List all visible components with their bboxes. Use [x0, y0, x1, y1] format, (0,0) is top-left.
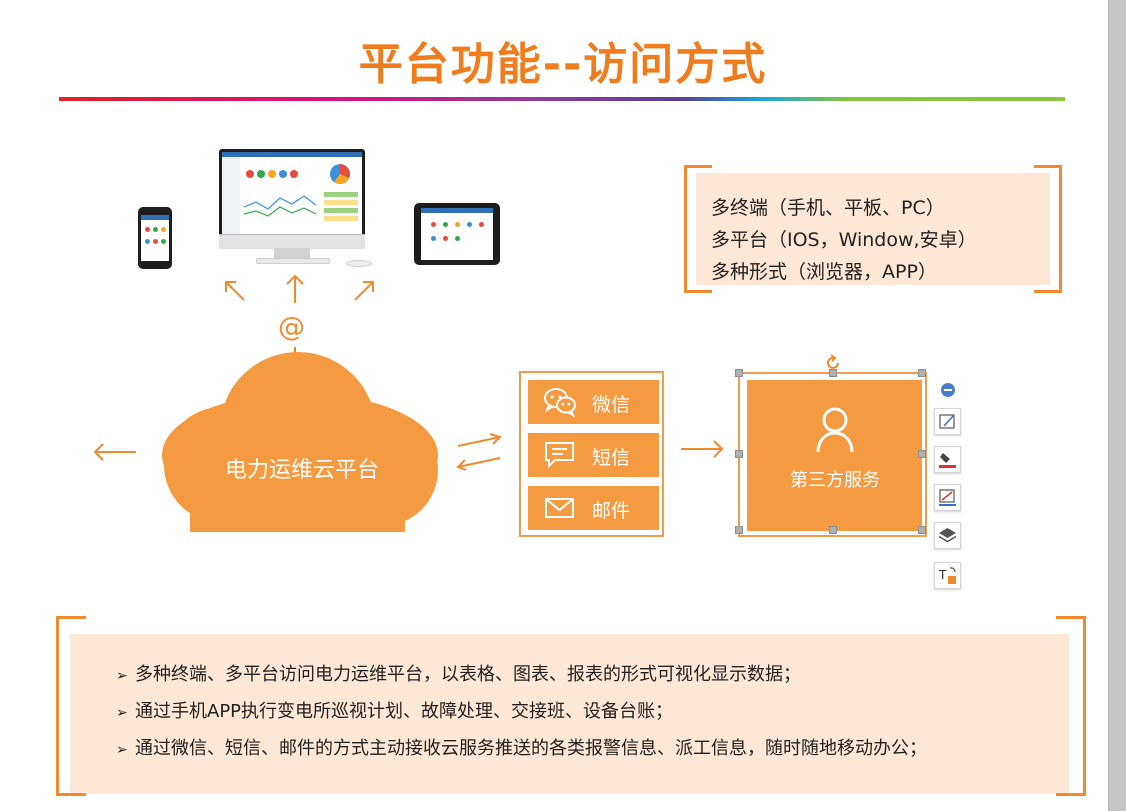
third-party-label: 第三方服务	[790, 470, 880, 491]
info-line: 多终端（手机、平板、PC）	[711, 197, 945, 219]
info-box-left-bracket	[684, 165, 712, 293]
info-box-right-bracket	[1034, 165, 1062, 293]
info-box: 多终端（手机、平板、PC） 多平台（IOS，Window,安卓） 多种形式（浏览…	[684, 165, 1062, 293]
bullet-arrow-icon: ➢	[116, 742, 128, 758]
resize-handle[interactable]	[735, 450, 743, 458]
arrow-right-icon	[681, 440, 724, 458]
tablet-screen	[421, 208, 493, 260]
at-icon: @	[278, 312, 305, 343]
arrow-bidirectional-icon	[456, 433, 502, 471]
resize-handle[interactable]	[918, 450, 926, 458]
fill-icon	[939, 453, 956, 468]
resize-handle[interactable]	[829, 526, 837, 534]
edit-shape-button[interactable]	[934, 408, 961, 435]
text-wrap-button[interactable]: T	[934, 562, 961, 589]
bullet-item: ➢ 多种终端、多平台访问电力运维平台，以表格、图表、报表的形式可视化显示数据；	[116, 657, 927, 694]
channel-mail-label: 邮件	[592, 500, 631, 522]
monitor-stand	[274, 248, 310, 258]
desktop-monitor	[219, 149, 365, 249]
messaging-channels: 微信 短信 邮件	[519, 371, 664, 537]
resize-handle[interactable]	[735, 526, 743, 534]
resize-handle[interactable]	[918, 369, 926, 377]
bullet-arrow-icon: ➢	[116, 705, 128, 721]
outline-icon	[939, 489, 956, 506]
info-box-lines: 多终端（手机、平板、PC） 多平台（IOS，Window,安卓） 多种形式（浏览…	[711, 192, 977, 288]
info-line: 多平台（IOS，Window,安卓）	[711, 229, 977, 251]
vertical-scrollbar[interactable]	[1108, 0, 1126, 811]
keyboard	[256, 258, 330, 264]
cloud-icon	[162, 352, 438, 532]
bullet-arrow-icon: ➢	[116, 668, 128, 684]
bullet-item: ➢ 通过手机APP执行变电所巡视计划、故障处理、交接班、设备台账；	[116, 694, 927, 731]
wechat-icon	[544, 388, 576, 417]
info-box-fill	[696, 173, 1050, 285]
monitor-screen	[222, 152, 362, 234]
channel-sms-label: 短信	[592, 447, 631, 469]
summary-box-right-bracket	[1056, 616, 1086, 796]
cloud-label: 电力运维云平台	[224, 458, 379, 483]
arrow-left-icon	[93, 443, 136, 461]
bullet-text: 通过微信、短信、邮件的方式主动接收云服务推送的各类报警信息、派工信息，随时随地移…	[135, 738, 927, 759]
monitor-chin	[219, 234, 365, 249]
third-party-service[interactable]	[735, 369, 927, 537]
summary-box: ➢ 多种终端、多平台访问电力运维平台，以表格、图表、报表的形式可视化显示数据； ➢…	[56, 616, 1086, 796]
phone-device	[138, 207, 172, 269]
mail-icon	[545, 498, 574, 518]
bullet-item: ➢ 通过微信、短信、邮件的方式主动接收云服务推送的各类报警信息、派工信息，随时随地…	[116, 731, 927, 768]
bullet-text: 多种终端、多平台访问电力运维平台，以表格、图表、报表的形式可视化显示数据；	[135, 664, 801, 685]
summary-bullets: ➢ 多种终端、多平台访问电力运维平台，以表格、图表、报表的形式可视化显示数据； ➢…	[116, 657, 927, 768]
arrow-up-right-icon	[354, 281, 374, 301]
text-wrap-icon: T	[938, 567, 956, 584]
title-underline	[59, 97, 1065, 101]
resize-handle[interactable]	[918, 526, 926, 534]
info-line: 多种形式（浏览器，APP）	[711, 261, 937, 283]
arrow-up-icon	[286, 274, 304, 303]
svg-text:T: T	[938, 568, 947, 582]
sms-icon	[545, 442, 574, 469]
mouse	[346, 260, 372, 267]
layers-button[interactable]	[934, 522, 961, 549]
channel-wechat[interactable]: 微信	[528, 380, 659, 424]
channel-mail[interactable]: 邮件	[528, 486, 659, 530]
bullet-text: 通过手机APP执行变电所巡视计划、故障处理、交接班、设备台账；	[135, 701, 674, 722]
rotate-handle-icon[interactable]	[826, 354, 842, 372]
user-icon	[816, 407, 854, 453]
channel-wechat-label: 微信	[592, 394, 631, 416]
outline-button[interactable]	[934, 484, 961, 511]
third-party-fill	[747, 380, 922, 531]
edit-shape-icon	[939, 414, 955, 429]
resize-handle[interactable]	[829, 369, 837, 377]
channel-sms[interactable]: 短信	[528, 433, 659, 477]
fill-button[interactable]	[934, 446, 961, 473]
resize-handle[interactable]	[735, 369, 743, 377]
phone-screen	[141, 215, 169, 261]
slide-title: 平台功能--访问方式	[358, 39, 768, 90]
layers-icon	[938, 528, 957, 543]
summary-box-left-bracket	[56, 616, 86, 796]
summary-box-fill	[70, 634, 1069, 794]
arrow-up-left-icon	[225, 281, 245, 301]
tablet-device	[414, 203, 500, 265]
collapse-icon[interactable]	[940, 382, 956, 398]
